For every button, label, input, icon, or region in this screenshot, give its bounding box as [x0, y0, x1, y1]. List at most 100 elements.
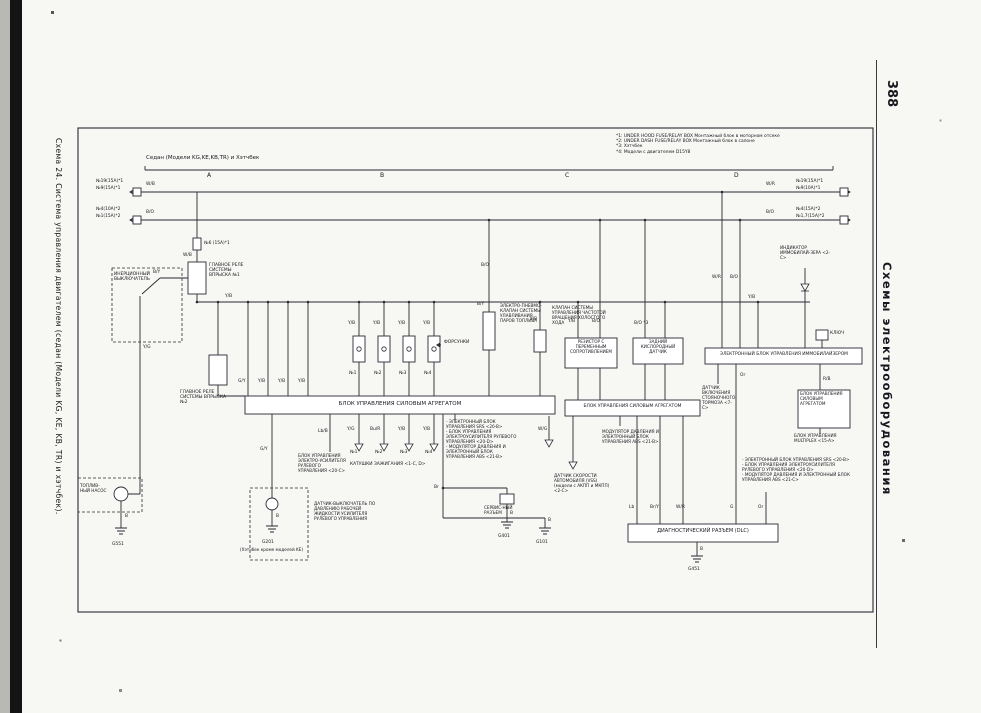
wire-color-label: Lb/B — [318, 429, 328, 434]
right-annotation-1: - ЭЛЕКТРОННЫЙ БЛОК УПРАВЛЕНИЯ SRS <20-B> — [742, 457, 850, 462]
fuse-symbol — [192, 237, 202, 251]
evap-valve-label: ЭЛЕКТРО-ПНЕВМО-КЛАПАН СИСТЕМЫ УЛАВЛИВАНИ… — [500, 303, 542, 323]
main-relay-1-label: ГЛАВНОЕ РЕЛЕ СИСТЕМЫ ВПРЫСКА №1 — [209, 263, 244, 279]
wire-color-label: №1 — [349, 371, 357, 376]
pcm-right-label: БЛОК УПРАВЛЕНИЯ СИЛОВЫМ АГРЕГАТОМ — [583, 404, 682, 409]
footnote-3: *3: Хэтчбек — [616, 144, 643, 150]
wire-color-label: W/R — [712, 275, 721, 280]
wire-color-label: B — [700, 547, 704, 552]
page-number: 388 — [884, 80, 899, 108]
chapter-title: Схемы электрооборудования — [880, 262, 894, 496]
service-connector-box — [499, 493, 515, 505]
right-annotation-list: - ЭЛЕКТРОННЫЙ БЛОК УПРАВЛЕНИЯ SRS <20-B>… — [742, 457, 854, 483]
diagram-frame — [77, 127, 874, 613]
ground-symbols — [115, 521, 703, 563]
wire-color-label: №3 — [399, 371, 407, 376]
wire-color-label: B/O — [730, 275, 738, 280]
ground-g201-note: (Хэтчбек кроме моделей KE) — [240, 547, 304, 552]
injector-2-box — [377, 335, 391, 363]
column-letter-b: B — [380, 172, 385, 179]
ground-g401: G401 — [498, 534, 510, 539]
iac-valve-label: КЛАПАН СИСТЕМЫ УПРАВЛЕНИЯ ЧАСТОТОЙ ВРАЩЕ… — [552, 305, 606, 325]
fuse-label-left-top-2: №9(15A)*1 — [96, 186, 121, 191]
wire-color-label: B — [276, 514, 280, 519]
injector-4-box — [427, 335, 441, 363]
mid-annotation-1: - ЭЛЕКТРОННЫЙ БЛОК УПРАВЛЕНИЯ SRS <20-B> — [446, 419, 503, 429]
rear-o2-box — [632, 337, 684, 365]
evap-valve-box — [482, 311, 496, 351]
wire-color-label: Y/B — [258, 379, 266, 384]
injectors-label: ФОРСУНКИ — [444, 340, 470, 345]
wire-color-label: Y/B — [348, 321, 356, 326]
wire-color-label: Y/B — [373, 321, 381, 326]
service-connector-label: СЕРВИС-НЫЙ РАЗЪЕМ — [484, 505, 513, 515]
scan-edge-gray — [0, 0, 10, 713]
ground-g201: G201 — [262, 540, 274, 545]
injector-3-box — [402, 335, 416, 363]
wire-color-label: Y/G — [347, 427, 355, 432]
wire-color-label: Y/B — [423, 427, 431, 432]
footnote-4: *4: Модели с двигателем D15Y8 — [616, 149, 691, 155]
wire-color-label: G/Y — [260, 447, 268, 452]
mid-annotation-2: - БЛОК УПРАВЛЕНИЯ ЭЛЕКТРОУСИЛИТЕЛЯ РУЛЕВ… — [446, 428, 517, 444]
wire-color-label: W/B — [183, 253, 192, 258]
mid-annotation-3: - МОДУЛЯТОР ДАВЛЕНИЯ И ЭЛЕКТРОННЫЙ БЛОК … — [446, 443, 506, 459]
wire-color-label: W/G — [538, 427, 548, 432]
connector-triangles — [354, 439, 578, 470]
wire-color-label: G — [730, 505, 734, 510]
led-symbol — [800, 283, 810, 292]
wire-color-label: Or — [758, 505, 764, 510]
wire-color-label: Y/B — [278, 379, 286, 384]
immobilizer-ecu-label: ЭЛЕКТРОННЫЙ БЛОК УПРАВЛЕНИЯ ИММОБИЛАЙЗЕР… — [720, 352, 848, 357]
dlc-label: ДИАГНОСТИЧЕСКИЙ РАЗЪЕМ (DLC) — [657, 528, 749, 534]
wire-color-label: Or — [740, 373, 746, 378]
fuse-label-left-bot-2: №1(15A)*2 — [96, 214, 121, 219]
right-annotation-3: - МОДУЛЯТОР ДАВЛЕНИЯ И ЭЛЕКТРОННЫЙ БЛОК … — [742, 471, 850, 482]
wire-color-label: Y/B — [748, 295, 756, 300]
wire-color-label: B — [548, 518, 552, 523]
wire-color-label: №2 — [375, 450, 383, 455]
diagram-caption: Схема 24. Система управления двигателем … — [54, 138, 63, 515]
wire-color-label: Y/B — [423, 321, 431, 326]
fuse-label-mid: №6 (15A)*1 — [204, 241, 230, 246]
right-margin-rule — [876, 60, 877, 648]
eps-unit-label: БЛОК УПРАВЛЕНИЯ ЭЛЕКТРО-УСИЛИТЕЛЯ РУЛЕВО… — [298, 453, 346, 473]
wire-color-label: №4 — [424, 371, 432, 376]
fuel-pump-enclosure — [77, 477, 143, 513]
wire-color-label: Bu/R — [370, 427, 381, 432]
abs-right-label: МОДУЛЯТОР ДАВЛЕНИЯ И ЭЛЕКТРОННЫЙ БЛОК УП… — [602, 429, 659, 444]
wire-color-label: №1 — [350, 450, 358, 455]
wire-color-label: B/O — [481, 263, 489, 268]
wire-color-label: W/R — [766, 182, 775, 187]
pcm-small-label: БЛОК УПРАВЛЕНИЯ СИЛОВЫМ АГРЕГАТОМ — [800, 391, 843, 406]
wire-color-label: W/B — [146, 182, 155, 187]
wire-color-label: Br/Y — [650, 505, 659, 510]
wire-color-label: B — [125, 514, 129, 519]
footnote-1: *1: UNDER HOOD FUSE/RELAY BOX Монтажный … — [616, 134, 780, 139]
injector-1-box — [352, 335, 366, 363]
pointer-arrow-icon — [436, 342, 440, 348]
column-letter-a: A — [207, 172, 212, 179]
ground-g451: G451 — [688, 567, 700, 572]
wire-color-label: B/O — [592, 319, 600, 324]
wire-color-label: Br — [434, 485, 439, 490]
ignition-coils-label: КАТУШКИ ЗАЖИГАНИЯ <1-C, D> — [350, 462, 426, 467]
fuse-label-left-bot-1: №4(10A)*2 — [96, 207, 121, 212]
immobilizer-indicator-label: ИНДИКАТОР ИММОБИЛАЙ-ЗЕРА <2-C> — [780, 245, 831, 260]
vss-label: ДАТЧИК СКОРОСТИ АВТОМОБИЛЯ (VSS) (модели… — [554, 473, 610, 493]
multiplex-label: БЛОК УПРАВЛЕНИЯ MULTIPLEX <15-A> — [794, 433, 837, 443]
wire-color-label: Lb — [629, 505, 635, 510]
fuse-label-right-top-2: №9(10A)*1 — [796, 186, 821, 191]
wire-color-label: Y/B — [530, 317, 538, 322]
wire-color-label: Y/B — [568, 319, 576, 324]
wire-color-label: W/R — [676, 505, 685, 510]
park-brake-label: ДАТЧИК ВКЛЮЧЕНИЯ СТОЯНОЧНОГО ТОРМОЗА <7-… — [702, 385, 736, 410]
iac-valve-box — [533, 329, 547, 353]
main-relay-2-box — [208, 354, 228, 386]
fuse-label-right-top-1: №19(15A)*1 — [796, 179, 824, 184]
pcm-left-box — [244, 395, 556, 415]
fuse-label-right-bot-2: №1,7(15A)*2 — [796, 214, 825, 219]
wire-color-label: Y/B — [398, 321, 406, 326]
fuel-pump-label: ТОПЛИВ-НЫЙ НАСОС — [80, 483, 107, 493]
